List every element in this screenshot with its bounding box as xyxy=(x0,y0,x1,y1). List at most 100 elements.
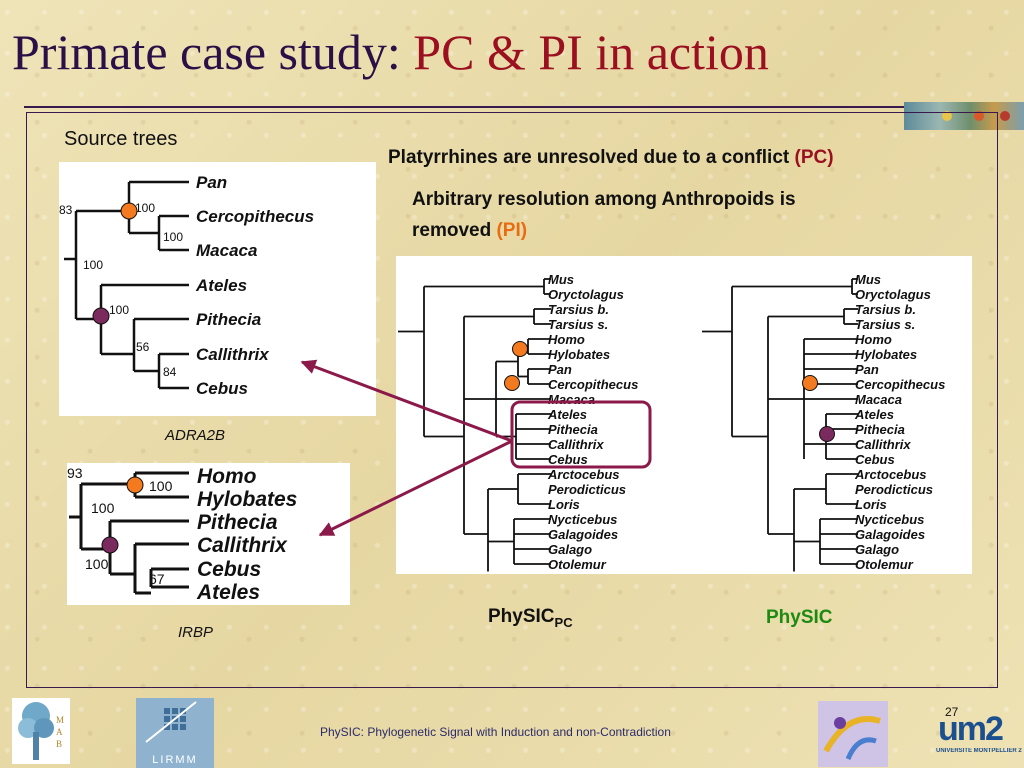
headline-pc-text: Platyrrhines are unresolved due to a con… xyxy=(388,147,795,168)
physic-taxon: Loris xyxy=(855,497,887,512)
physic-pc-taxon: Mus xyxy=(548,272,574,287)
physic-taxon: Pan xyxy=(855,362,879,377)
tree1-taxon: Cercopithecus xyxy=(196,207,314,226)
tree-logo-icon xyxy=(18,702,54,760)
pi-tag: (PI) xyxy=(496,220,528,241)
pc-tag: (PC) xyxy=(794,147,834,168)
physic-pc-taxon: Cebus xyxy=(548,452,588,467)
physic-pc-taxon: Pan xyxy=(548,362,572,377)
physic-taxon: Perodicticus xyxy=(855,482,933,497)
tree1-support: 83 xyxy=(59,203,73,217)
physic-pc-taxon: Galagoides xyxy=(548,527,618,542)
tree2-taxon: Homo xyxy=(197,465,257,488)
footer-text: PhySIC: Phylogenetic Signal with Inducti… xyxy=(320,725,671,739)
physic-pc-taxon: Otolemur xyxy=(548,557,607,572)
headline-pc: Platyrrhines are unresolved due to a con… xyxy=(388,147,834,169)
physic-taxon: Galago xyxy=(855,542,899,557)
physic-taxon: Arctocebus xyxy=(854,467,927,482)
physic-pc-taxon: Callithrix xyxy=(548,437,604,452)
physic-taxon: Ateles xyxy=(854,407,894,422)
tree2-taxon: Pithecia xyxy=(197,511,278,534)
tree1-support: 100 xyxy=(83,258,103,272)
physic-taxon: Otolemur xyxy=(855,557,914,572)
tree2-taxon: Hylobates xyxy=(197,488,297,511)
physic-taxon: Tarsius b. xyxy=(855,302,916,317)
title-rule xyxy=(24,106,904,108)
tree1-taxon: Pithecia xyxy=(196,310,261,329)
isem-mark-icon xyxy=(823,716,881,761)
headline-pi-line2: removed (PI) xyxy=(412,220,527,242)
decorative-image-strip xyxy=(904,102,1024,130)
tree-branches xyxy=(64,180,189,390)
tree1-taxon: Macaca xyxy=(196,241,257,260)
source-tree-adra2b: Pan Cercopithecus Macaca Ateles Pithecia… xyxy=(59,162,376,416)
physic-label: PhySIC xyxy=(766,607,833,628)
tree1-caption: ADRA2B xyxy=(165,427,226,444)
physic-pc-node-orange xyxy=(512,341,528,357)
tree2-taxon: Callithrix xyxy=(197,534,288,557)
physic-pc-node-orange xyxy=(504,375,520,391)
tree2-taxon: Cebus xyxy=(197,558,261,581)
headline-pi-text: removed xyxy=(412,220,497,241)
content-frame xyxy=(26,112,998,688)
physic-pc-taxon: Galago xyxy=(548,542,592,557)
tree1-support: 100 xyxy=(163,230,183,244)
tree1-taxon: Callithrix xyxy=(196,345,270,364)
title-end: in action xyxy=(582,24,769,80)
source-tree-irbp: Homo Hylobates Pithecia Callithrix Cebus… xyxy=(67,463,350,605)
montpellier-label: UNIVERSITÉ MONTPELLIER 2 xyxy=(936,748,1022,754)
deco-dot xyxy=(1000,111,1010,121)
physic-pc-taxon: Oryctolagus xyxy=(548,287,624,302)
headline-pi-line1: Arbitrary resolution among Anthropoids i… xyxy=(412,189,796,210)
physic-taxon: Callithrix xyxy=(855,437,911,452)
source-trees-label: Source trees xyxy=(64,128,178,150)
physic-taxon: Macaca xyxy=(855,392,902,407)
conflict-node-purple xyxy=(101,536,119,554)
physic-node-purple xyxy=(819,426,835,442)
physic-pc-subscript: PC xyxy=(554,614,573,630)
physic-taxon: Galagoides xyxy=(855,527,925,542)
physic-pc-taxon: Ateles xyxy=(547,407,587,422)
physic-taxon: Pithecia xyxy=(855,422,905,437)
tree2-support: 100 xyxy=(91,500,115,516)
tree1-support: 100 xyxy=(135,201,155,215)
deco-dot xyxy=(942,111,952,121)
lirmm-grid-icon xyxy=(145,701,197,743)
physic-taxon: Cebus xyxy=(855,452,895,467)
tree1-support: 84 xyxy=(163,365,177,379)
title-accent: PC & PI xyxy=(413,24,583,80)
page-number: 27 xyxy=(945,705,959,719)
tree1-taxon: Ateles xyxy=(195,276,247,295)
physic-pc-taxon: Cercopithecus xyxy=(548,377,638,392)
physic-node-orange xyxy=(802,375,818,391)
physic-pc-taxon: Nycticebus xyxy=(548,512,617,527)
tree-branches xyxy=(69,471,189,595)
physic-taxon: Cercopithecus xyxy=(855,377,945,392)
physic-pc-text: PhySIC xyxy=(488,606,555,627)
mab-logo: M A B xyxy=(12,698,70,764)
tree2-support: 100 xyxy=(85,556,109,572)
physic-pc-taxon: Pithecia xyxy=(548,422,598,437)
physic-pc-taxon: Loris xyxy=(548,497,580,512)
tree-adra2b-svg: Pan Cercopithecus Macaca Ateles Pithecia… xyxy=(59,173,314,398)
um2-logo: um2 UNIVERSITÉ MONTPELLIER 2 xyxy=(936,712,1022,766)
tree2-caption: IRBP xyxy=(178,624,214,641)
physic-pc-taxon: Macaca xyxy=(548,392,595,407)
physic-pc-taxon: Tarsius s. xyxy=(548,317,608,332)
physic-pc-taxon: Homo xyxy=(548,332,585,347)
um2-label: um2 xyxy=(938,712,1004,748)
title-main: Primate case study: xyxy=(12,24,414,80)
isem-logo xyxy=(818,701,888,767)
tree1-support: 56 xyxy=(136,340,150,354)
conflict-node-purple xyxy=(92,307,110,325)
lirmm-label: LIRMM xyxy=(152,754,198,766)
tree1-taxon: Pan xyxy=(196,173,227,192)
conflict-node-orange xyxy=(126,476,144,494)
physic-taxon: Homo xyxy=(855,332,892,347)
tree2-support: 100 xyxy=(149,478,173,494)
physic-pc-taxon: Tarsius b. xyxy=(548,302,609,317)
deco-dot xyxy=(974,111,984,121)
tree1-support: 100 xyxy=(109,303,129,317)
